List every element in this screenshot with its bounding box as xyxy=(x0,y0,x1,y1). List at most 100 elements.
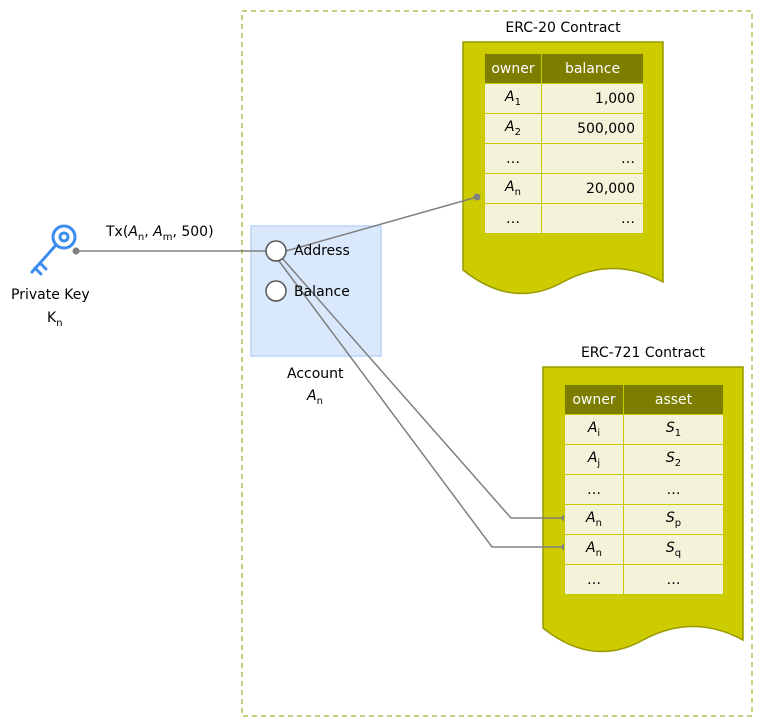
erc721-owner-cell: An xyxy=(564,534,624,565)
erc20-owner-cell: An xyxy=(484,173,542,204)
erc20-row: … … xyxy=(484,143,644,174)
erc721-asset-cell: Sq xyxy=(623,534,724,565)
erc721-asset-cell: S1 xyxy=(623,414,724,445)
key-icon xyxy=(30,224,77,276)
erc20-balance-cell: 500,000 xyxy=(541,113,644,144)
tx-arg2-sub: m xyxy=(162,232,173,243)
address-port xyxy=(265,240,287,262)
asset-sym: S xyxy=(665,420,675,436)
tx-suffix: , 500) xyxy=(172,224,214,240)
private-key-sym-sub: n xyxy=(56,318,63,329)
erc721-table: owner asset Ai S1 Aj S2 … … An Sp An xyxy=(564,384,724,595)
owner-sym: A xyxy=(505,179,515,195)
asset-sub: 2 xyxy=(674,458,682,469)
balance-port xyxy=(265,280,287,302)
owner-sub: n xyxy=(595,548,602,559)
tx-arg2: A xyxy=(153,224,163,240)
asset-sym: … xyxy=(666,571,681,588)
owner-sym: A xyxy=(505,119,515,135)
erc721-header-asset: asset xyxy=(623,384,724,415)
erc20-row: An 20,000 xyxy=(484,173,644,204)
owner-sub: n xyxy=(514,187,521,198)
erc20-connector-dot xyxy=(473,193,481,201)
erc721-row: … … xyxy=(564,474,724,505)
owner-sym: … xyxy=(587,481,601,498)
private-key-sym: K xyxy=(47,310,57,326)
account-caption: Account xyxy=(287,366,344,382)
asset-sub: 1 xyxy=(674,428,682,439)
private-key-symbol: Kn xyxy=(47,311,63,329)
erc721-asset-cell: … xyxy=(623,474,724,505)
tx-prefix: Tx( xyxy=(106,224,129,240)
owner-sub: n xyxy=(595,518,602,529)
erc20-owner-cell: … xyxy=(484,203,542,234)
erc20-header-owner: owner xyxy=(484,53,542,84)
asset-sym: S xyxy=(665,510,675,526)
erc721-owner-cell: An xyxy=(564,504,624,535)
erc721-owner-cell: … xyxy=(564,564,624,595)
account-sym-sub: n xyxy=(316,396,323,407)
erc721-title: ERC-721 Contract xyxy=(580,345,706,361)
erc20-row: A1 1,000 xyxy=(484,83,644,114)
owner-sub: j xyxy=(597,458,601,469)
tx-label: Tx(An, Am, 500) xyxy=(106,225,214,243)
erc721-connector-p xyxy=(281,257,565,519)
erc20-owner-cell: A1 xyxy=(484,83,542,114)
tx-sep: , xyxy=(144,224,149,240)
tx-arg1-sub: n xyxy=(137,232,145,243)
erc20-header-row: owner balance xyxy=(484,53,644,84)
account-symbol: An xyxy=(307,389,323,407)
account-sym: A xyxy=(307,388,317,404)
erc20-row: … … xyxy=(484,203,644,234)
erc721-owner-cell: … xyxy=(564,474,624,505)
tx-arg1: A xyxy=(128,224,138,240)
owner-sym: A xyxy=(505,89,515,105)
erc20-table: owner balance A1 1,000 A2 500,000 … … An… xyxy=(484,53,644,234)
asset-sub: q xyxy=(674,548,682,559)
erc20-balance-cell: 1,000 xyxy=(541,83,644,114)
erc721-asset-cell: … xyxy=(623,564,724,595)
asset-sym: S xyxy=(665,450,675,466)
erc721-connector-q xyxy=(278,260,565,548)
erc721-row: Aj S2 xyxy=(564,444,724,475)
owner-sub: i xyxy=(597,428,601,439)
balance-label: Balance xyxy=(294,284,350,300)
erc721-owner-cell: Ai xyxy=(564,414,624,445)
erc721-row: Ai S1 xyxy=(564,414,724,445)
owner-sym: A xyxy=(587,450,598,466)
owner-sub: 2 xyxy=(514,127,521,138)
erc721-owner-cell: Aj xyxy=(564,444,624,475)
erc721-asset-cell: Sp xyxy=(623,504,724,535)
erc721-asset-cell: S2 xyxy=(623,444,724,475)
erc20-connector xyxy=(285,196,478,252)
erc721-header-owner: owner xyxy=(564,384,624,415)
system-boundary xyxy=(241,10,753,717)
erc721-row: An Sq xyxy=(564,534,724,565)
erc20-header-balance: balance xyxy=(541,53,644,84)
tx-connector-dot xyxy=(72,247,80,255)
erc20-title: ERC-20 Contract xyxy=(505,20,621,36)
owner-sym: A xyxy=(587,420,598,436)
asset-sym: S xyxy=(665,540,675,556)
erc20-owner-cell: A2 xyxy=(484,113,542,144)
address-label: Address xyxy=(294,243,350,259)
erc721-row: … … xyxy=(564,564,724,595)
owner-sub: 1 xyxy=(514,97,521,108)
erc20-balance-cell: … xyxy=(541,203,644,234)
owner-sym: … xyxy=(587,571,601,588)
owner-sym: … xyxy=(506,210,520,227)
erc20-balance-cell: 20,000 xyxy=(541,173,644,204)
asset-sub: p xyxy=(674,518,682,529)
owner-sym: … xyxy=(506,150,520,167)
asset-sym: … xyxy=(666,481,681,498)
erc20-row: A2 500,000 xyxy=(484,113,644,144)
private-key-label: Private Key xyxy=(11,287,90,303)
owner-sym: A xyxy=(586,510,596,526)
owner-sym: A xyxy=(586,540,596,556)
erc20-owner-cell: … xyxy=(484,143,542,174)
erc721-header-row: owner asset xyxy=(564,384,724,415)
erc721-row: An Sp xyxy=(564,504,724,535)
erc20-balance-cell: … xyxy=(541,143,644,174)
